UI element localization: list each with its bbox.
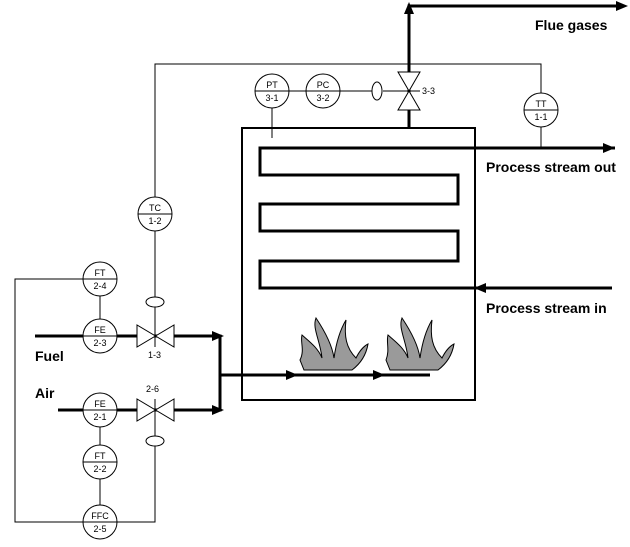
ft24-tag: FT [95,268,106,278]
furnace-box [241,127,476,401]
fe23-instrument: FE 2-3 [82,318,118,354]
flame-left [299,316,369,371]
air-valve-actuator [145,435,165,447]
tt-instrument: TT 1-1 [523,92,559,128]
fe21-instrument: FE 2-1 [82,392,118,428]
fuel-valve-actuator [145,296,165,308]
process-in-arrow [474,283,486,293]
ffc-instrument: FFC 2-5 [82,504,118,540]
fe21-tag: FE [94,399,106,409]
process-coil [258,146,615,290]
ft24-number: 2-4 [93,281,106,291]
ft22-number: 2-2 [93,464,106,474]
air-label: Air [35,385,55,401]
fuel-arrow [212,331,224,341]
burner-arrow-2 [373,370,385,380]
flue-gases-label: Flue gases [535,17,608,33]
pc-instrument: PC 3-2 [305,73,341,109]
flue-right-arrow [616,1,628,11]
process-in-label: Process stream in [486,300,607,316]
tc-instrument: TC 1-2 [137,196,173,232]
flue-valve-actuator [371,81,383,101]
burner-arrow-1 [286,370,298,380]
fe21-number: 2-1 [93,412,106,422]
tc-tag: TC [149,203,161,213]
flue-valve-number: 3-3 [422,86,435,96]
air-valve-number: 2-6 [146,384,159,394]
ft22-tag: FT [95,451,106,461]
ffc-air-actuator-line [117,446,156,523]
fuel-label: Fuel [35,348,64,364]
fuel-valve-number: 1-3 [148,350,161,360]
ffc-number: 2-5 [93,524,106,534]
tc-number: 1-2 [148,216,161,226]
ft24-ffc-line [14,278,83,523]
pt-number: 3-1 [265,93,278,103]
process-out-label: Process stream out [486,159,616,175]
tt-number: 1-1 [534,112,547,122]
pt-instrument: PT 3-1 [254,73,290,109]
pc-tag: PC [317,80,330,90]
flame-right [385,316,455,371]
pt-tag: PT [266,80,278,90]
ft22-instrument: FT 2-2 [82,444,118,480]
tc-signal-line [154,63,542,198]
tt-tag: TT [536,99,547,109]
process-out-arrow [603,143,615,153]
ffc-tag: FFC [91,511,109,521]
fe23-tag: FE [94,325,106,335]
flue-up-arrow [404,2,414,14]
ft24-instrument: FT 2-4 [82,261,118,297]
fe23-number: 2-3 [93,338,106,348]
pc-number: 3-2 [316,93,329,103]
air-arrow [212,405,224,415]
